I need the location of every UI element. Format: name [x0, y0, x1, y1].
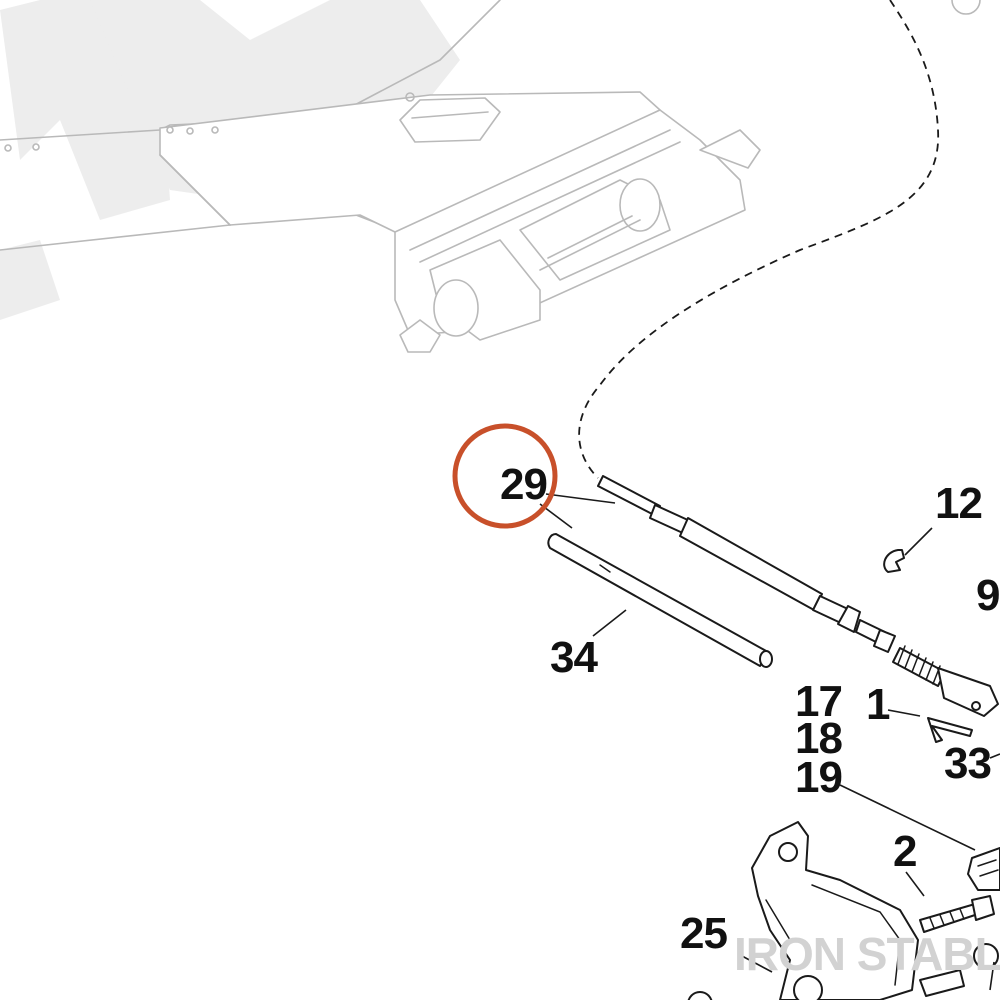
- callout-29: 29: [500, 460, 547, 509]
- rod-part-34: [547, 533, 773, 668]
- callout-25: 25: [680, 909, 727, 958]
- watermark-text: IRON STABLE: [734, 928, 1000, 980]
- swingarm-ghost: [0, 0, 981, 353]
- leader-lines: [539, 493, 1000, 991]
- adjuster-part-19: [967, 847, 1000, 891]
- cable-spring: [892, 645, 946, 687]
- bolt-part-2: [919, 895, 995, 933]
- callout-33: 33: [944, 739, 991, 788]
- callout-17: 17: [795, 677, 842, 726]
- clutch-cable-part-29: [597, 475, 999, 717]
- bracket-part-25: [687, 821, 999, 1000]
- callout-9: 9: [976, 571, 999, 620]
- callout-18: 18: [795, 714, 842, 763]
- cotter-pin-part-1: [927, 717, 973, 743]
- callout-34: 34: [550, 633, 598, 682]
- callout-2: 2: [893, 827, 916, 876]
- cable-routing-path: [578, 0, 939, 479]
- highlight-circle: [452, 423, 558, 529]
- callout-12: 12: [935, 479, 982, 528]
- callout-19: 19: [795, 753, 842, 802]
- callout-1: 1: [866, 680, 890, 729]
- e-clip-part-12: [883, 549, 905, 573]
